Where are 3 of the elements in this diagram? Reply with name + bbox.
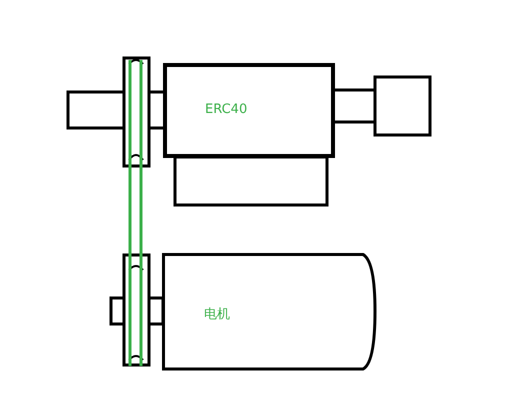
spindle-housing-box [163,63,335,158]
part-label: 电机 [204,308,230,321]
part-label: ERC40 [205,103,248,116]
